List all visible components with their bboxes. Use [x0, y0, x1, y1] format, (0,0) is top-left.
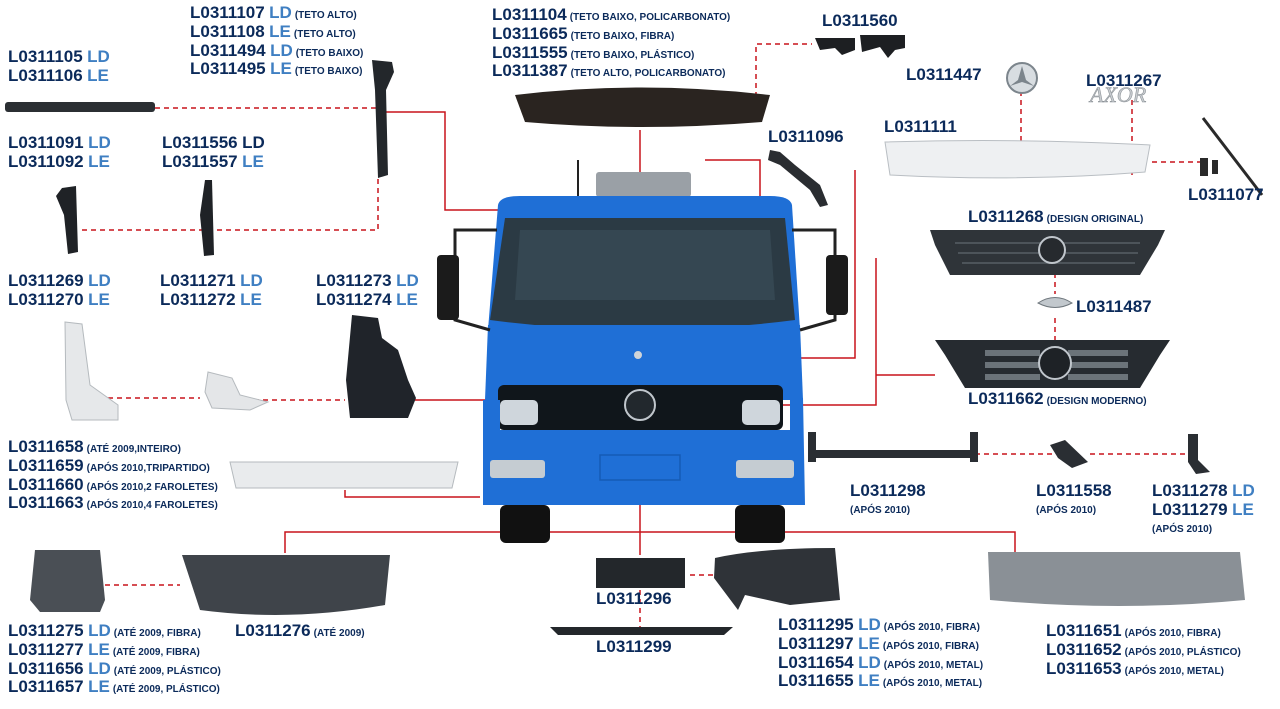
step-small-part	[204, 371, 270, 411]
bumper-new-part	[988, 552, 1245, 606]
bumper-bar-part	[808, 432, 978, 462]
label-cab-visor: L0311104(TETO BAIXO, POLICARBONATO) L031…	[492, 5, 731, 81]
label-bumper-lip: L0311299	[596, 637, 672, 656]
label-step-frame: L0311273 LD L0311274 LE	[316, 271, 419, 309]
leader-lines	[284, 111, 1016, 555]
label-gas-spring: L0311077	[1188, 185, 1264, 204]
label-bumper-bar: L0311298 (APÓS 2010)	[850, 481, 926, 516]
headlight-right	[742, 400, 780, 425]
corner-trim-2-part	[200, 180, 214, 256]
label-plate-holder: L0311296	[596, 589, 672, 608]
bumper-cover-part	[229, 461, 459, 489]
step-cover-part	[64, 321, 119, 421]
bumper-end-old-part	[30, 550, 105, 612]
label-bumper-mount: L0311558 (APÓS 2010)	[1036, 481, 1112, 516]
step-frame-part	[346, 315, 416, 418]
mirror-right	[826, 255, 848, 315]
bumper-old-part	[182, 555, 390, 615]
cab-lower	[483, 398, 805, 505]
plate-holder-part	[596, 558, 685, 588]
label-grille-original: L0311268(DESIGN ORIGINAL)	[968, 207, 1144, 226]
grille-modern-part	[935, 340, 1170, 388]
mirror-arm-part	[768, 150, 828, 207]
hood-panel-part	[884, 140, 1151, 179]
grille-star	[624, 389, 656, 421]
label-step-cover: L0311269 LD L0311270 LE	[8, 271, 111, 309]
label-pillar-top: L0311107 LD(TETO ALTO) L0311108 LE(TETO …	[190, 3, 364, 79]
label-bumper-end-new: L0311295 LD(APÓS 2010, FIBRA) L0311297 L…	[778, 615, 984, 691]
label-emblem-star: L0311447	[906, 65, 982, 84]
label-corner-1: L0311091 LD L0311092 LE	[8, 133, 111, 171]
bumper-mount-part	[1050, 440, 1088, 468]
label-bumper-end-old: L0311275 LD(ATÉ 2009, FIBRA) L0311277 LE…	[8, 621, 221, 697]
label-bumper-brace: L0311278 LD L0311279 LE (APÓS 2010)	[1152, 481, 1255, 535]
label-corner-2: L0311556 LD L0311557 LE	[162, 133, 265, 171]
grille-original-part	[930, 230, 1165, 275]
label-emblem-name: L0311267	[1086, 71, 1162, 90]
top-brackets-part	[815, 35, 905, 58]
corner-trim-1-part	[56, 186, 78, 254]
truck-front	[437, 160, 848, 543]
label-roof-strip: L0311105 LD L0311106 LE	[8, 47, 110, 85]
label-bumper-cover: L0311658(ATÉ 2009,INTEIRO) L0311659(APÓS…	[8, 437, 218, 513]
bumper-lip-part	[550, 627, 733, 635]
label-step-small: L0311271 LD L0311272 LE	[160, 271, 263, 309]
roof-air-deflector-base	[596, 172, 691, 197]
label-star-small: L0311487	[1076, 297, 1152, 316]
gas-spring-part	[1200, 117, 1264, 196]
axor-script-emblem: AXOR	[1088, 82, 1147, 107]
cab-pillar-part	[372, 60, 394, 178]
sun-visor-part	[515, 87, 770, 127]
cab-middle	[485, 325, 803, 400]
label-bracket-top: L0311560	[822, 11, 898, 30]
label-mirror-arm: L0311096	[768, 127, 844, 146]
label-grille-modern: L0311662(DESIGN MODERNO)	[968, 389, 1147, 408]
bumper-brace-part	[1188, 434, 1210, 474]
roof-strip-part	[5, 102, 155, 112]
label-bumper-old: L0311276(ATÉ 2009)	[235, 621, 365, 640]
label-hood: L0311111	[884, 117, 957, 136]
mirror-left	[437, 255, 459, 320]
bumper-end-new-part	[714, 548, 840, 610]
headlight-left	[500, 400, 538, 425]
mercedes-star-emblem	[1006, 62, 1038, 94]
label-bumper-new: L0311651(APÓS 2010, FIBRA) L0311652(APÓS…	[1046, 621, 1241, 678]
star-small-part	[1037, 297, 1073, 308]
